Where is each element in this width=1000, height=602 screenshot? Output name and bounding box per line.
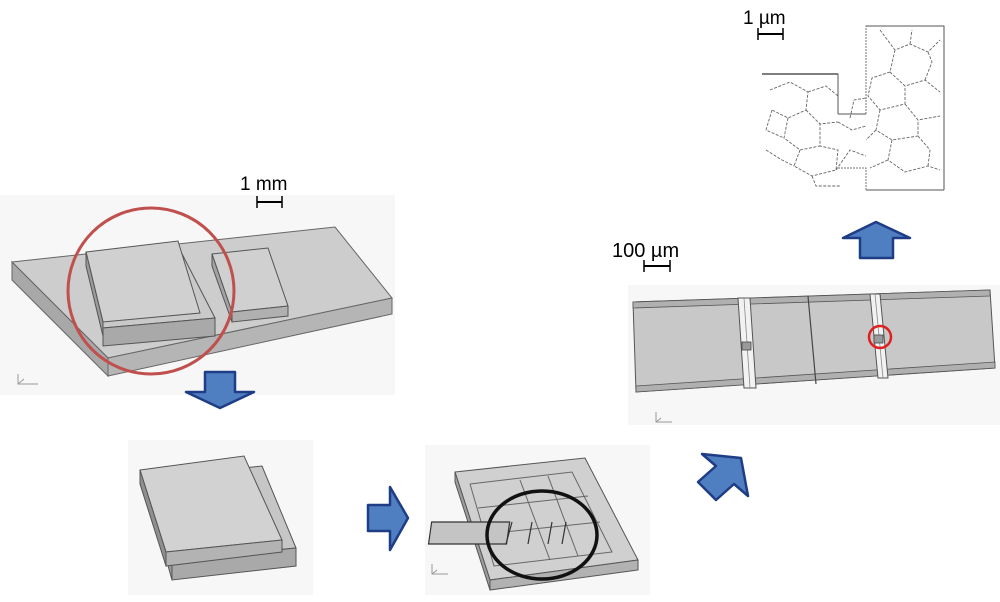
axis-triad-icon: [17, 374, 38, 385]
red-highlight-circle-small: [867, 324, 893, 350]
black-highlight-circle: [485, 489, 599, 581]
scale-label-mm: 1 mm: [240, 174, 288, 195]
axis-triad-icon: [655, 412, 672, 423]
red-highlight-circle: [66, 206, 236, 376]
microstructure-1um-panel: [762, 25, 945, 192]
assembly-mm-panel: [0, 195, 395, 395]
scale-label-100um: 100 µm: [612, 240, 679, 262]
scale-label-1um: 1 µm: [743, 8, 786, 29]
scale-bar-100um: 100 µm: [612, 240, 679, 272]
right-arrow-icon: [366, 485, 410, 552]
grain-boundaries: [765, 29, 941, 187]
strip-100um-panel: [628, 285, 1000, 425]
scale-bar-mm: 1 mm: [240, 174, 288, 208]
submodel-panel: [425, 445, 650, 595]
up-arrow-icon: [841, 220, 912, 260]
scale-bar-1um: 1 µm: [743, 8, 786, 40]
extracted-block-panel: [128, 440, 313, 595]
axis-triad-icon: [431, 564, 448, 575]
down-arrow-icon: [184, 370, 256, 410]
diagonal-up-right-arrow-icon: [696, 452, 750, 502]
